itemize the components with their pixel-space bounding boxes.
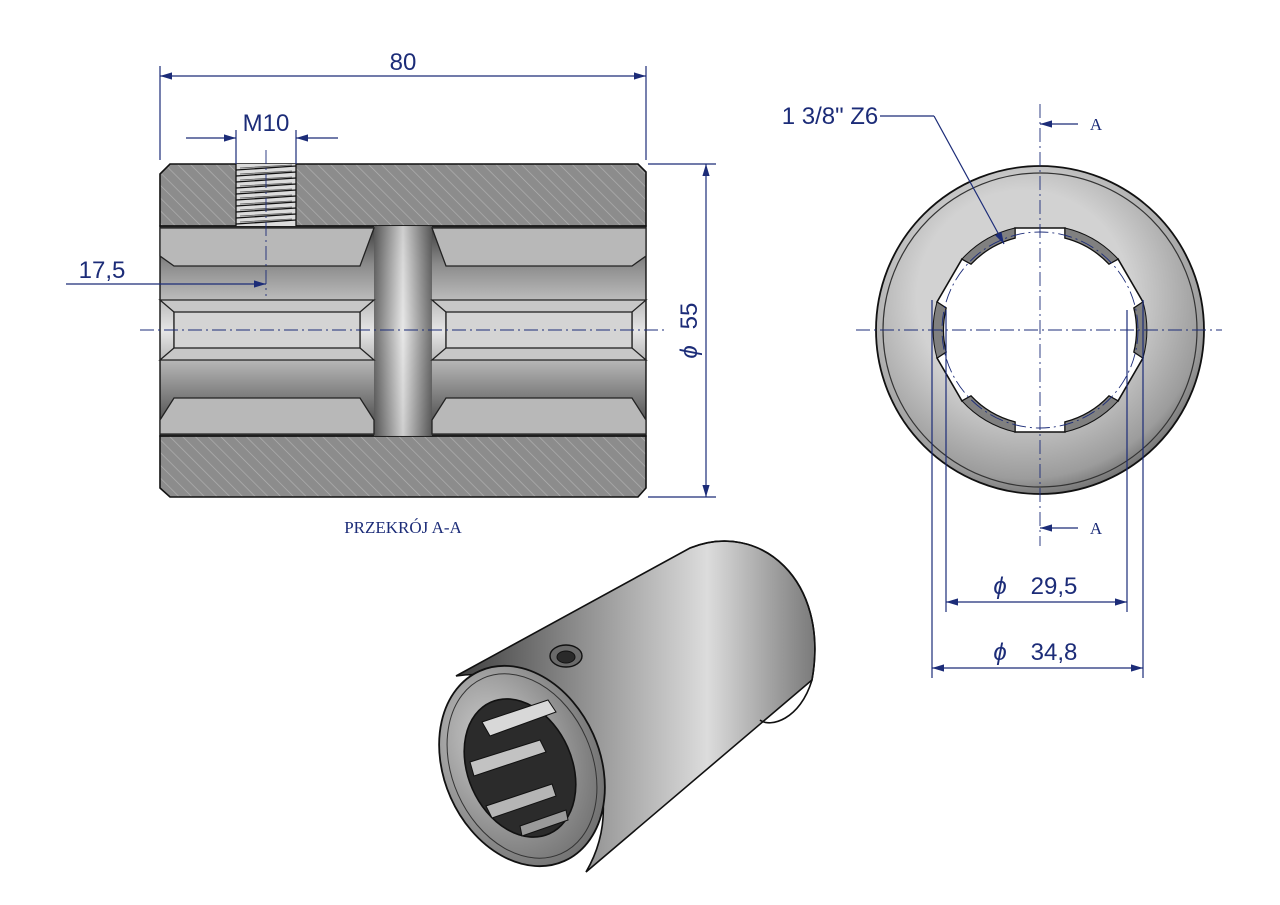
iso-threaded-hole-inner	[556, 650, 576, 664]
section-caption: PRZEKRÓJ A-A	[344, 518, 462, 537]
section-view: 80 M10 17,5 ϕ 55 PRZEKRÓJ A-A	[66, 49, 716, 537]
spline-groove	[159, 227, 375, 267]
section-marker-top: A	[1040, 115, 1103, 134]
offset-dimension: 17,5	[66, 257, 266, 288]
outer-diameter-symbol: ϕ	[676, 345, 703, 358]
opening-splines	[469, 699, 569, 837]
isometric-view	[438, 540, 816, 873]
spline-leader: 1 3/8" Z6	[782, 103, 1005, 245]
spline-label: 1 3/8" Z6	[782, 103, 879, 130]
outer-diameter-dimension: ϕ 55	[648, 163, 716, 498]
thread-dimension: M10	[186, 110, 338, 164]
spline-groove	[431, 227, 647, 267]
spline-groove	[431, 397, 647, 435]
section-marker-bottom-label: A	[1090, 519, 1103, 538]
thread-label: M10	[243, 110, 290, 137]
outer-diameter-label: 55	[676, 303, 703, 330]
spline-groove	[159, 397, 375, 435]
spline-diameter-dimension: ϕ 34,8	[931, 300, 1144, 678]
top-wall-section	[159, 163, 647, 227]
spline-diameter-label: 34,8	[1031, 639, 1078, 666]
inner-diameter-symbol: ϕ	[993, 573, 1006, 600]
cylinder-far-end	[689, 540, 816, 724]
length-label: 80	[390, 49, 417, 76]
offset-label: 17,5	[79, 257, 126, 284]
section-marker-bottom: A	[1040, 519, 1103, 538]
inner-diameter-label: 29,5	[1031, 573, 1078, 600]
inner-diameter-dimension: ϕ 29,5	[945, 310, 1128, 612]
relief-groove	[374, 226, 432, 436]
end-view: 1 3/8" Z6 A A ϕ 29,5 ϕ 34,8	[782, 103, 1222, 678]
section-marker-top-label: A	[1090, 115, 1103, 134]
length-dimension: 80	[159, 49, 647, 160]
end-face-chamfer	[446, 673, 598, 859]
bottom-wall-section	[159, 435, 647, 498]
spline-diameter-symbol: ϕ	[993, 639, 1006, 666]
